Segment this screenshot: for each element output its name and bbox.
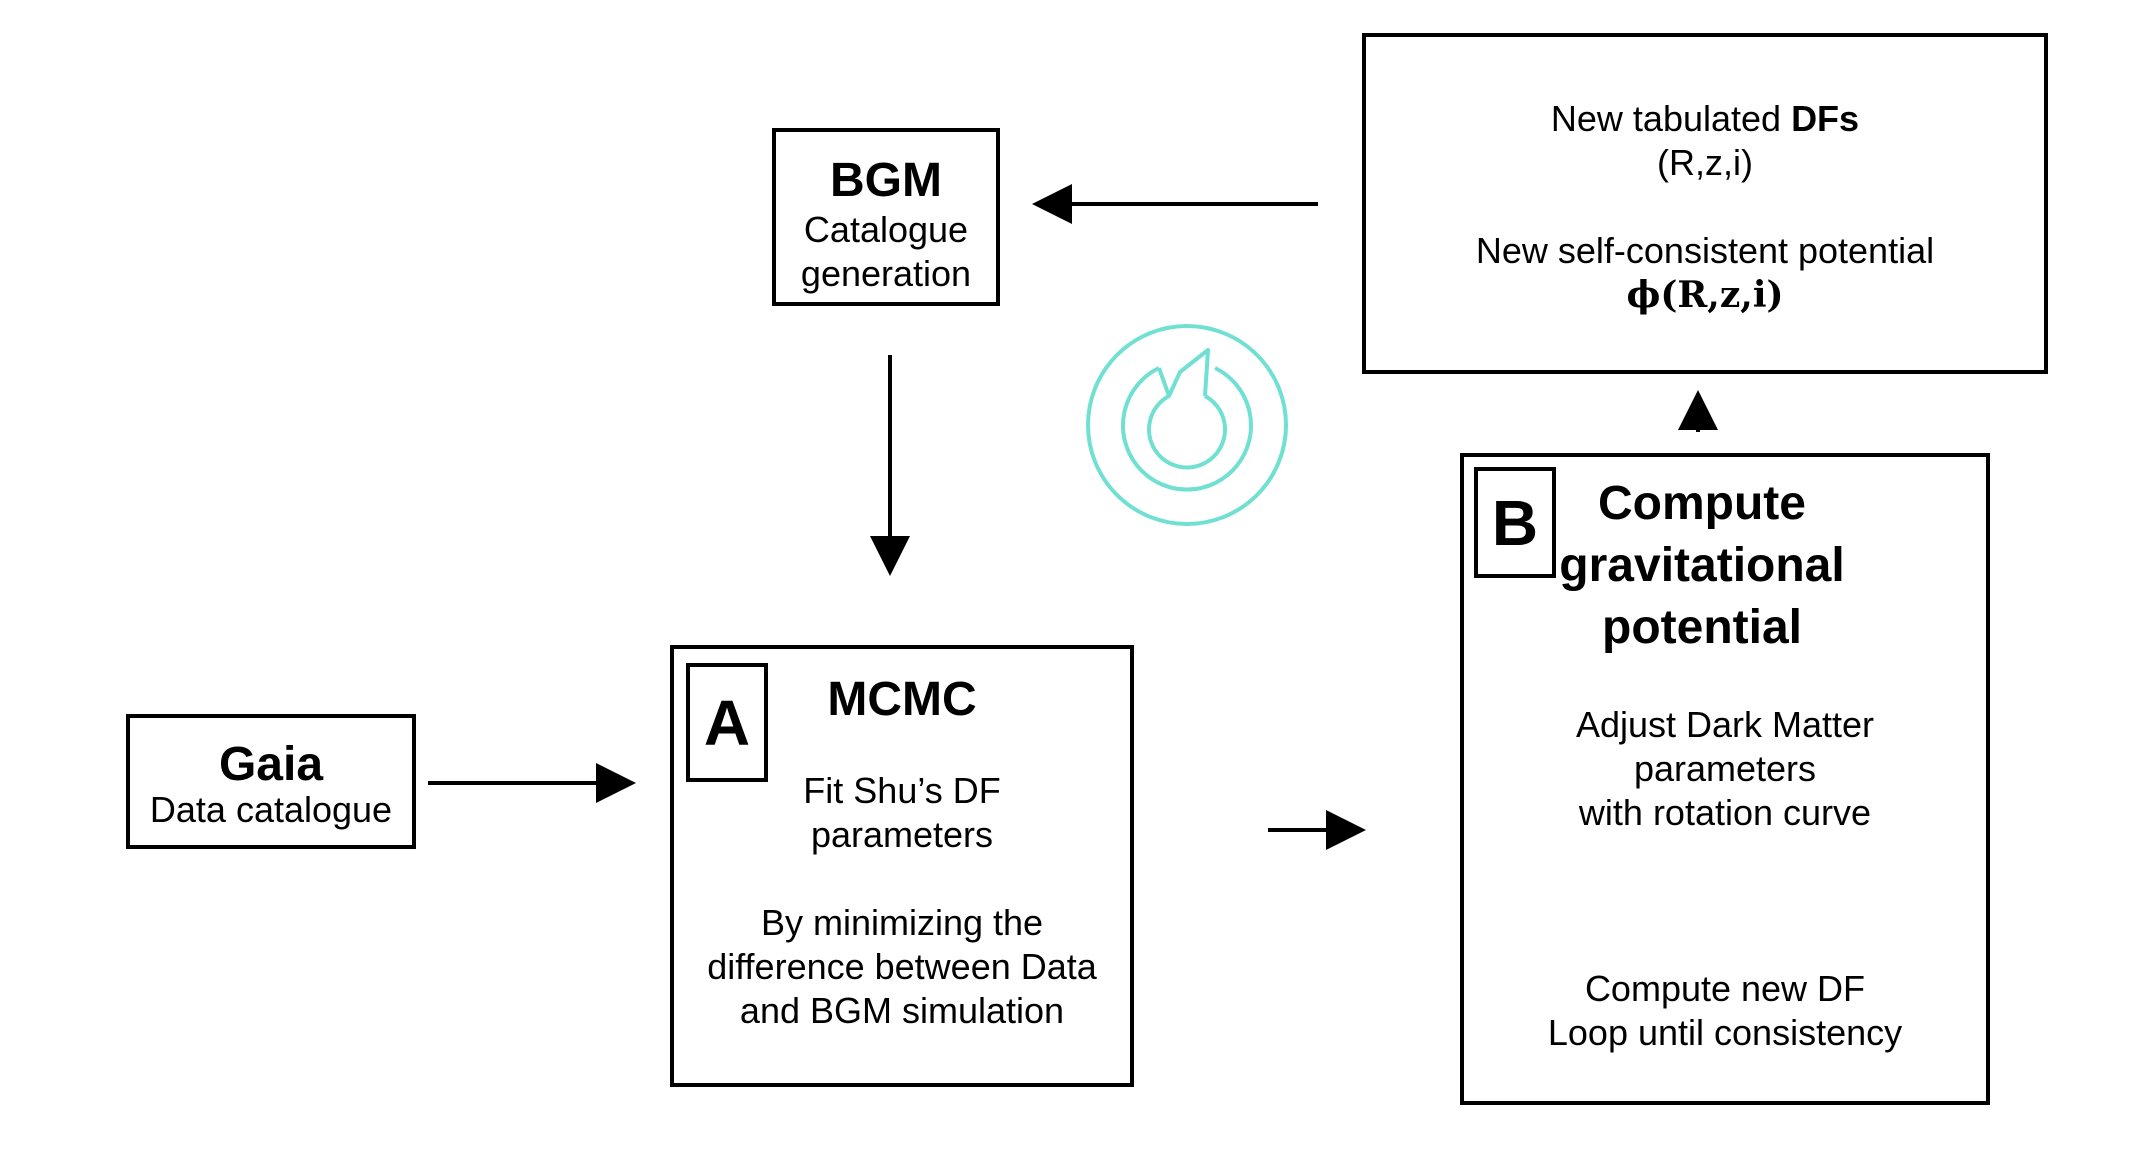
potential-loop-line2: Loop until consistency — [1547, 1012, 1903, 1053]
dfs-line1: New tabulated DFs — [1366, 97, 2044, 141]
potential-adjust-line2: parameters — [1633, 748, 1817, 789]
potential-tag: B — [1474, 467, 1556, 578]
dfs-line1-bold: DFs — [1791, 98, 1860, 139]
dfs-box: New tabulated DFs (R,z,i) New self-consi… — [1362, 33, 2048, 374]
mcmc-box: A MCMC Fit Shu’s DF parameters By minimi… — [670, 645, 1134, 1087]
potential-adjust-line3: with rotation curve — [1578, 792, 1872, 833]
potential-title-line3: potential — [1602, 601, 1802, 654]
potential-title-line2: gravitational — [1559, 539, 1845, 592]
gaia-subtitle: Data catalogue — [149, 789, 393, 830]
mcmc-min-line1: By minimizing the — [760, 902, 1044, 943]
refresh-cycle-icon — [1086, 324, 1288, 526]
gaia-title: Gaia — [218, 738, 324, 791]
dfs-line2: (R,z,i) — [1657, 142, 1753, 183]
gaia-box: Gaia Data catalogue — [126, 714, 416, 849]
dfs-line4: ϕ(R,z,i) — [1626, 274, 1784, 316]
dfs-line3: New self-consistent potential — [1475, 230, 1935, 271]
potential-box: B Compute gravitational potential Adjust… — [1460, 453, 1990, 1105]
mcmc-tag-label: A — [703, 687, 751, 759]
mcmc-title: MCMC — [827, 673, 977, 726]
dfs-line1-prefix: New tabulated — [1550, 98, 1792, 139]
mcmc-fit-line2: parameters — [810, 814, 994, 855]
bgm-line1: Catalogue — [803, 209, 969, 250]
mcmc-min-line3: and BGM simulation — [739, 990, 1065, 1031]
bgm-box: BGM Catalogue generation — [772, 128, 1000, 306]
mcmc-min-line2: difference between Data — [707, 946, 1097, 987]
bgm-title: BGM — [830, 154, 942, 207]
mcmc-tag: A — [686, 663, 768, 782]
bgm-line2: generation — [800, 253, 972, 294]
potential-loop-line1: Compute new DF — [1584, 968, 1866, 1009]
potential-adjust-line1: Adjust Dark Matter — [1575, 704, 1875, 745]
mcmc-fit-line1: Fit Shu’s DF — [803, 770, 1001, 811]
potential-title-line1: Compute — [1598, 477, 1806, 530]
potential-tag-label: B — [1491, 487, 1539, 559]
